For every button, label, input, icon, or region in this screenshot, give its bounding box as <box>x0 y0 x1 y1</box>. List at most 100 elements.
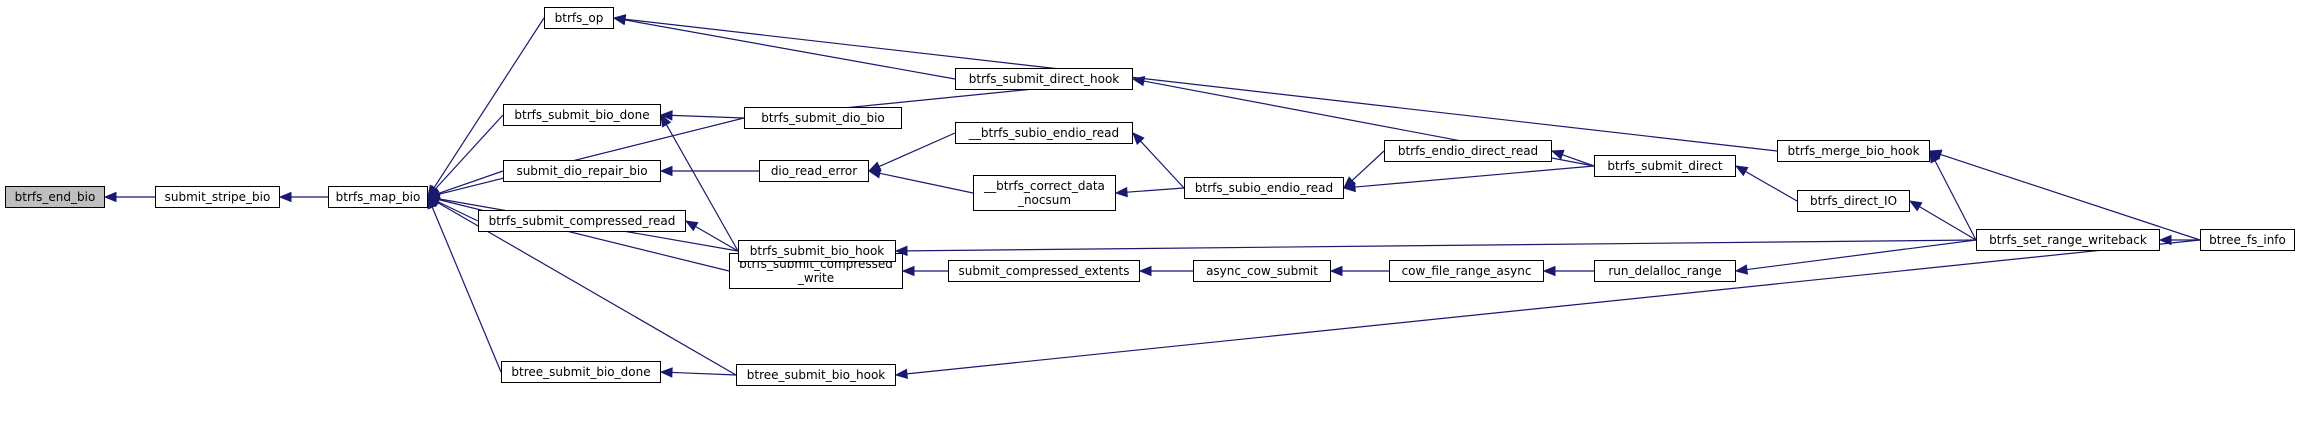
edge-line <box>671 371 737 376</box>
call-edge <box>894 239 2201 380</box>
node-run-delalloc-range[interactable]: run_delalloc_range <box>1594 260 1736 282</box>
node-btrfs-subio-endio-read-top[interactable]: __btrfs_subio_endio_read <box>955 122 1133 144</box>
call-edge <box>1132 132 1185 189</box>
edge-arrowhead <box>1908 200 1923 212</box>
call-edge <box>659 110 745 121</box>
call-edge <box>1342 165 1595 193</box>
call-edge <box>1138 265 1193 277</box>
node-btrfs-submit-direct-hook[interactable]: btrfs_submit_direct_hook <box>955 68 1133 90</box>
call-edge <box>659 367 737 378</box>
node-cow-file-range-async[interactable]: cow_file_range_async <box>1389 260 1544 282</box>
edge-arrowhead <box>1550 149 1565 160</box>
edge-line <box>624 19 956 80</box>
node-async-cow-submit[interactable]: async_cow_submit <box>1193 260 1331 282</box>
edge-arrowhead <box>1542 265 1556 277</box>
edge-arrowhead <box>867 168 882 179</box>
edge-arrowhead <box>1138 265 1152 277</box>
edge-arrowhead <box>1132 132 1145 145</box>
call-edge <box>612 14 1778 152</box>
edge-line <box>434 114 504 190</box>
node-btrfs-submit-bio-done[interactable]: btrfs_submit_bio_done <box>503 104 661 126</box>
call-edge <box>1542 265 1594 277</box>
node-btrfs-correct-data-nocsum[interactable]: __btrfs_correct_data _nocsum <box>973 175 1116 211</box>
call-edge <box>1550 149 1595 167</box>
edge-line <box>1351 150 1385 181</box>
edge-line <box>906 239 2201 375</box>
node-btrfs-endio-direct-read[interactable]: btrfs_endio_direct_read <box>1384 140 1552 162</box>
call-edge <box>426 194 730 272</box>
node-submit-stripe-bio[interactable]: submit_stripe_bio <box>155 186 280 208</box>
node-dio-read-error[interactable]: dio_read_error <box>759 160 869 182</box>
node-btrfs-submit-bio-hook[interactable]: btrfs_submit_bio_hook <box>738 240 896 262</box>
edge-line <box>906 239 1977 252</box>
node-btrfs-merge-bio-hook[interactable]: btrfs_merge_bio_hook <box>1777 140 1930 162</box>
edge-line <box>438 117 745 195</box>
call-edge <box>660 113 739 252</box>
edge-arrowhead <box>1734 264 1749 275</box>
node-btrfs-submit-compressed-read[interactable]: btrfs_submit_compressed_read <box>478 210 686 232</box>
node-btrfs-end-bio[interactable]: btrfs_end_bio <box>5 186 105 208</box>
edge-line <box>1126 187 1185 193</box>
edge-arrowhead <box>426 196 441 208</box>
edge-line <box>624 18 1778 152</box>
edge-line <box>878 132 956 168</box>
call-edge <box>1329 265 1389 277</box>
edge-arrowhead <box>1329 265 1343 277</box>
node-btrfs-direct-io[interactable]: btrfs_direct_IO <box>1797 190 1910 212</box>
edge-arrowhead <box>659 165 673 177</box>
edge-line <box>1934 160 1977 241</box>
edge-line <box>1746 239 1977 271</box>
node-btrfs-submit-dio-bio[interactable]: btrfs_submit_dio_bio <box>744 107 902 129</box>
call-edge <box>1908 200 1977 241</box>
call-edge <box>1928 149 2201 241</box>
call-edge <box>867 132 956 172</box>
edge-line <box>1745 170 1798 202</box>
call-edge <box>1343 150 1385 189</box>
call-edge <box>427 114 504 198</box>
node-btree-submit-bio-done[interactable]: btree_submit_bio_done <box>501 361 661 383</box>
node-submit-dio-repair-bio[interactable]: submit_dio_repair_bio <box>503 160 661 182</box>
edge-arrowhead <box>1734 165 1749 177</box>
edge-arrowhead <box>1342 181 1356 193</box>
edge-arrowhead <box>1928 149 1943 160</box>
edge-arrowhead <box>659 367 673 378</box>
edge-line <box>695 225 739 252</box>
node-btrfs-subio-endio-read[interactable]: btrfs_subio_endio_read <box>1184 177 1344 199</box>
edge-line <box>437 201 479 222</box>
edge-arrowhead <box>278 191 292 203</box>
node-btree-fs-info[interactable]: btree_fs_info <box>2200 229 2295 251</box>
edge-line <box>1940 153 2201 241</box>
node-btree-submit-bio-hook[interactable]: btree_submit_bio_hook <box>736 364 896 386</box>
edge-arrowhead <box>1131 75 1146 87</box>
call-edge <box>1734 239 1977 275</box>
node-btrfs-map-bio[interactable]: btrfs_map_bio <box>328 186 428 208</box>
edge-line <box>671 114 745 119</box>
node-btrfs-op[interactable]: btrfs_op <box>544 7 614 29</box>
edge-arrowhead <box>103 191 117 203</box>
edge-line <box>1562 154 1595 167</box>
call-edge <box>659 165 759 177</box>
edge-line <box>1354 165 1595 188</box>
call-edge <box>901 265 948 277</box>
call-edge <box>894 239 1977 257</box>
node-btrfs-submit-direct[interactable]: btrfs_submit_direct <box>1594 155 1736 177</box>
edge-arrowhead <box>659 110 673 121</box>
call-edge <box>867 168 974 194</box>
edge-line <box>665 124 739 252</box>
call-edge <box>684 220 739 252</box>
edge-line <box>431 206 502 373</box>
call-edge <box>1734 165 1798 202</box>
edge-line <box>1919 206 1977 241</box>
node-btrfs-set-range-writeback[interactable]: btrfs_set_range_writeback <box>1976 229 2160 251</box>
edge-line <box>1140 140 1185 189</box>
edge-line <box>879 172 974 194</box>
edge-arrowhead <box>2158 234 2172 246</box>
call-edge <box>1114 186 1185 198</box>
call-edge <box>612 14 956 80</box>
edge-arrowhead <box>894 368 908 380</box>
node-submit-compressed-extents[interactable]: submit_compressed_extents <box>948 260 1140 282</box>
edge-line <box>438 170 504 194</box>
call-edge <box>103 191 155 203</box>
